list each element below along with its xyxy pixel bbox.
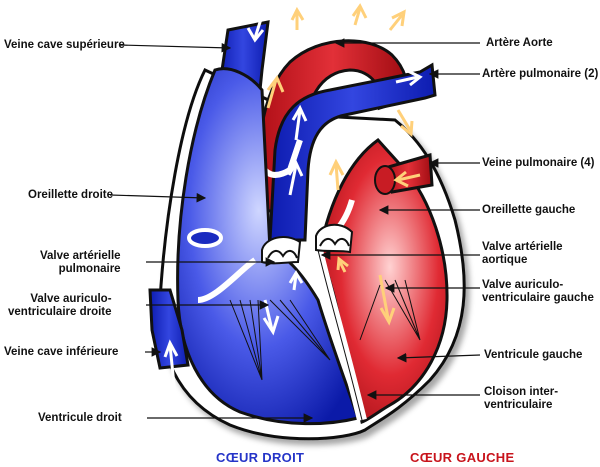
label-inferior-vena-cava: Veine cave inférieure — [4, 346, 119, 358]
label-septum: Cloison inter- ventriculaire — [484, 386, 559, 411]
label-left-atrium: Oreillette gauche — [482, 204, 576, 216]
leader-lines — [109, 38, 481, 423]
pulmonary-veins — [374, 153, 434, 195]
chordae — [229, 279, 421, 381]
label-aortic-valve: Valve artérielle aortique — [482, 241, 563, 266]
pulmonary-valve — [261, 235, 302, 265]
label-superior-vena-cava: Veine cave supérieure — [4, 39, 125, 51]
label-pulmonary-valve: Valve artérielle pulmonaire — [40, 250, 121, 275]
label-left-ventricle: Ventricule gauche — [484, 349, 583, 361]
label-right-ventricle: Ventricule droit — [38, 412, 122, 424]
label-right-av-valve: Valve auriculo- ventriculaire droite — [8, 293, 112, 318]
label-pulmonary-artery: Artère pulmonaire (2) — [482, 68, 599, 80]
blood-flow-arrows-blue — [163, 0, 423, 396]
label-aorta: Artère Aorte — [486, 37, 553, 49]
caption-right-heart: CŒUR DROIT — [216, 450, 305, 465]
aortic-valve — [315, 223, 354, 254]
label-pulmonary-vein: Veine pulmonaire (4) — [482, 157, 595, 169]
label-right-atrium: Oreillette droite — [28, 189, 113, 201]
label-left-av-valve: Valve auriculo- ventriculaire gauche — [482, 279, 594, 304]
caption-left-heart: CŒUR GAUCHE — [410, 450, 515, 465]
blood-flow-arrows-red — [266, 3, 421, 326]
